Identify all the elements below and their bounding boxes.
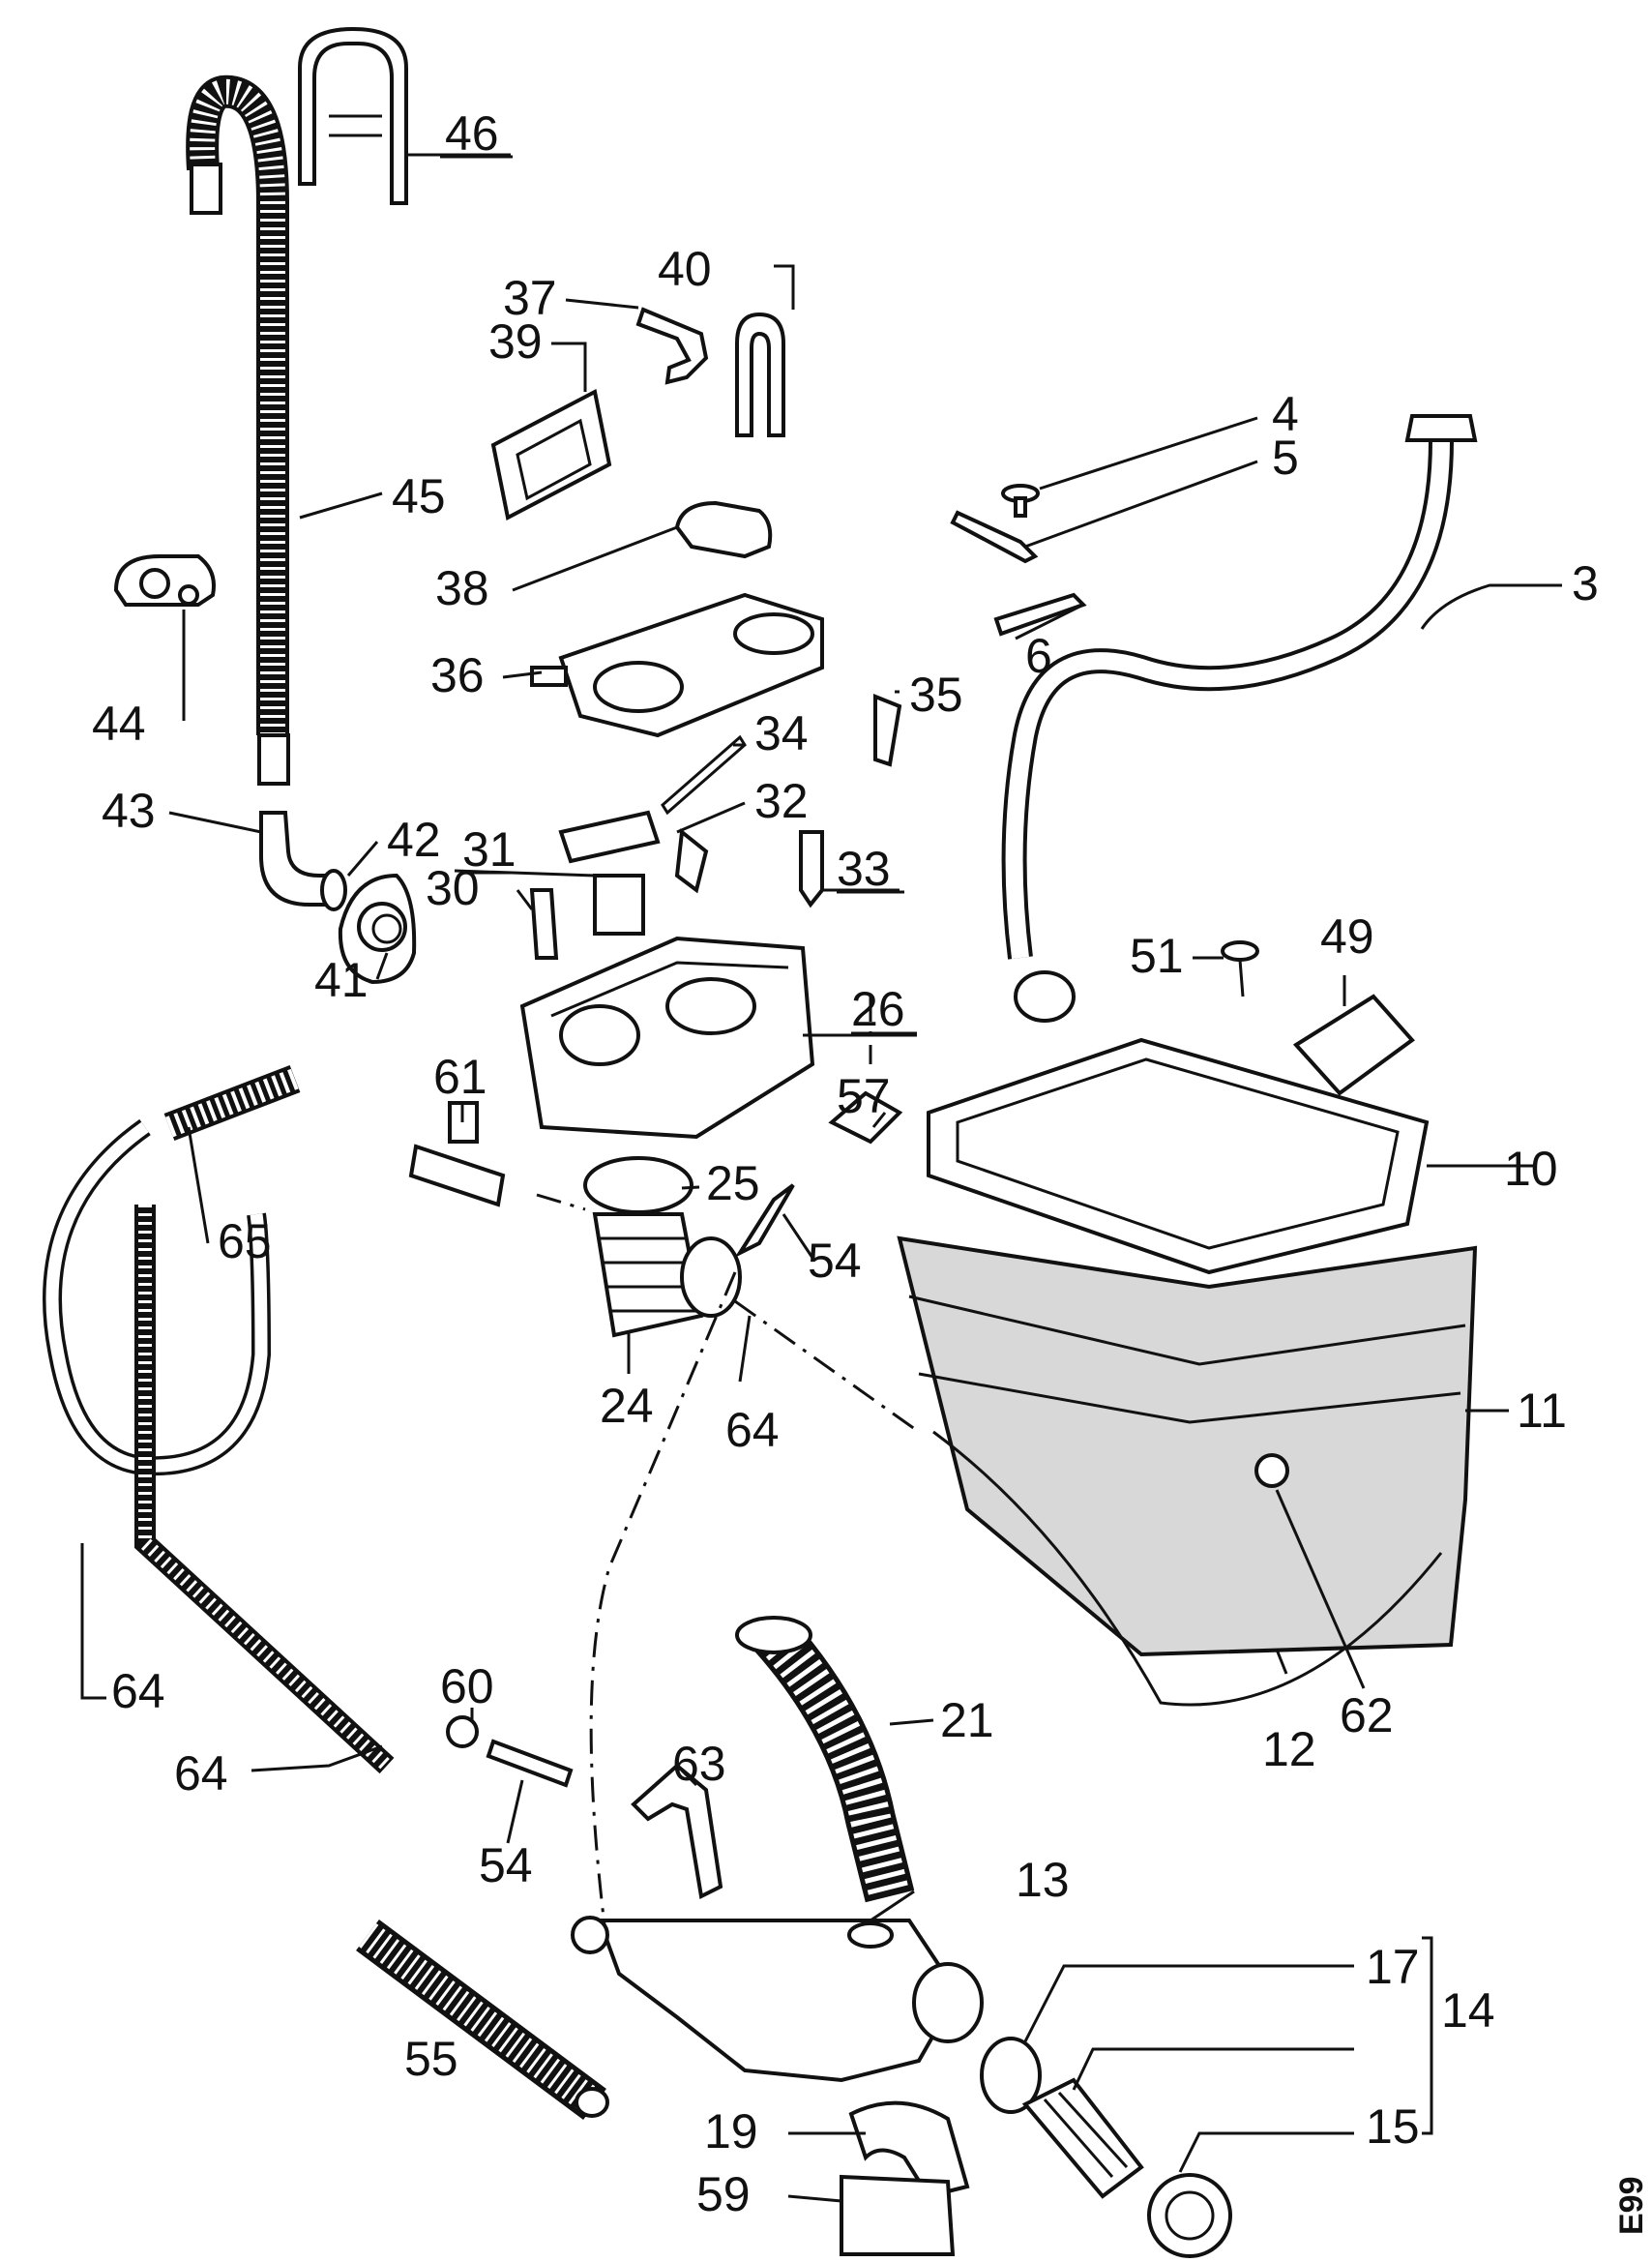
label-17: 17 <box>1366 1940 1420 1994</box>
label-57: 57 <box>837 1069 891 1123</box>
part-5-bracket <box>950 510 1039 564</box>
part-49-bracket <box>1292 994 1415 1096</box>
part-42-flange <box>338 873 417 985</box>
part-12-gasket <box>932 1430 1443 1707</box>
label-6: 6 <box>1025 629 1052 683</box>
label-30: 30 <box>426 861 480 915</box>
part-15-filter-cap <box>1147 2173 1232 2258</box>
label-31: 31 <box>462 822 516 877</box>
part-26-dispenser-drawer <box>519 936 815 1140</box>
part-60-cap <box>446 1715 479 1748</box>
label-24: 24 <box>600 1379 654 1433</box>
part-65-spring-hose <box>163 1064 301 1142</box>
part-45-drain-hose <box>186 74 290 786</box>
label-64b: 64 <box>111 1664 165 1718</box>
label-32: 32 <box>754 774 809 828</box>
part-64-hoses <box>43 1118 395 1774</box>
label-45: 45 <box>392 469 446 523</box>
label-38: 38 <box>435 561 489 615</box>
label-34: 34 <box>754 706 809 760</box>
label-54a: 54 <box>808 1234 862 1288</box>
label-62: 62 <box>1340 1688 1394 1742</box>
label-61: 61 <box>433 1050 487 1104</box>
label-59: 59 <box>696 2167 751 2221</box>
label-underlines <box>440 155 917 1035</box>
label-43: 43 <box>102 784 156 838</box>
part-37-lever <box>635 307 709 385</box>
label-14: 14 <box>1441 1983 1495 2038</box>
label-44: 44 <box>92 697 146 751</box>
part-54-small-hose <box>486 1739 574 1788</box>
part-43-elbow <box>259 811 347 911</box>
diagram-code: E99 <box>1613 2177 1650 2236</box>
part-17-ring <box>980 2037 1042 2114</box>
label-65: 65 <box>218 1214 272 1268</box>
label-35: 35 <box>909 668 963 722</box>
part-38-cap <box>674 500 773 559</box>
part-59-bracket <box>840 2174 956 2256</box>
part-55-hose <box>356 1919 609 2121</box>
part-39-flap <box>490 388 612 521</box>
label-64a: 64 <box>725 1403 780 1457</box>
part-51-screw <box>1221 940 1259 997</box>
part-57-connector <box>828 1090 903 1145</box>
label-10: 10 <box>1504 1142 1558 1196</box>
part-number-labels: 46 40 37 39 4 5 45 3 38 6 44 36 35 34 43… <box>92 106 1650 2235</box>
part-36-dispenser-lid <box>530 592 824 738</box>
label-49: 49 <box>1320 909 1374 964</box>
label-55: 55 <box>404 2032 458 2086</box>
part-32-piece <box>558 810 709 894</box>
part-30-strip <box>529 888 559 960</box>
part-4-screw <box>1001 484 1040 518</box>
part-14-filter-assembly <box>1021 2077 1144 2199</box>
label-63: 63 <box>672 1737 726 1791</box>
label-13: 13 <box>1016 1853 1070 1907</box>
label-42: 42 <box>387 813 441 867</box>
part-31-holder <box>593 874 645 936</box>
part-33-strip <box>799 830 824 908</box>
part-11-tub <box>897 1235 1478 1657</box>
label-39: 39 <box>488 314 543 369</box>
part-10-seal-frame <box>927 1037 1430 1275</box>
label-51: 51 <box>1130 929 1184 983</box>
part-35-clip <box>873 694 902 767</box>
assembly-guide-lines <box>536 997 920 1926</box>
label-26: 26 <box>851 982 905 1036</box>
label-41: 41 <box>314 953 369 1007</box>
part-13-pump-housing <box>571 1916 984 2083</box>
part-3-inlet-hose <box>1001 414 1478 1023</box>
label-5: 5 <box>1272 431 1299 485</box>
part-44-hose-clip <box>113 554 216 607</box>
part-54-short-hose <box>734 1183 795 1259</box>
label-60: 60 <box>440 1659 494 1713</box>
label-46: 46 <box>445 106 499 161</box>
part-25-ring <box>583 1156 693 1214</box>
label-21: 21 <box>940 1693 994 1747</box>
leader-lines <box>80 153 1562 2203</box>
label-3: 3 <box>1572 556 1599 610</box>
part-19-strap <box>848 2100 970 2199</box>
part-40-u-bracket <box>735 312 785 437</box>
part-61-t-connector <box>408 1101 506 1207</box>
label-40: 40 <box>658 242 712 296</box>
label-12: 12 <box>1262 1722 1316 1776</box>
label-37: 37 <box>503 271 557 325</box>
part-34-rod <box>661 734 747 816</box>
part-21-sump-hose <box>735 1616 915 1903</box>
label-19: 19 <box>704 2104 758 2158</box>
part-46-hose-hook <box>298 26 408 205</box>
label-64c: 64 <box>174 1746 228 1801</box>
label-54b: 54 <box>479 1838 533 1892</box>
label-4: 4 <box>1272 387 1299 441</box>
label-33: 33 <box>837 842 891 896</box>
part-62-fitting <box>1254 1453 1289 1488</box>
label-15: 15 <box>1366 2099 1420 2154</box>
label-36: 36 <box>430 648 485 702</box>
part-24-bellows <box>592 1212 742 1338</box>
label-25: 25 <box>706 1156 760 1210</box>
label-11: 11 <box>1517 1384 1567 1438</box>
